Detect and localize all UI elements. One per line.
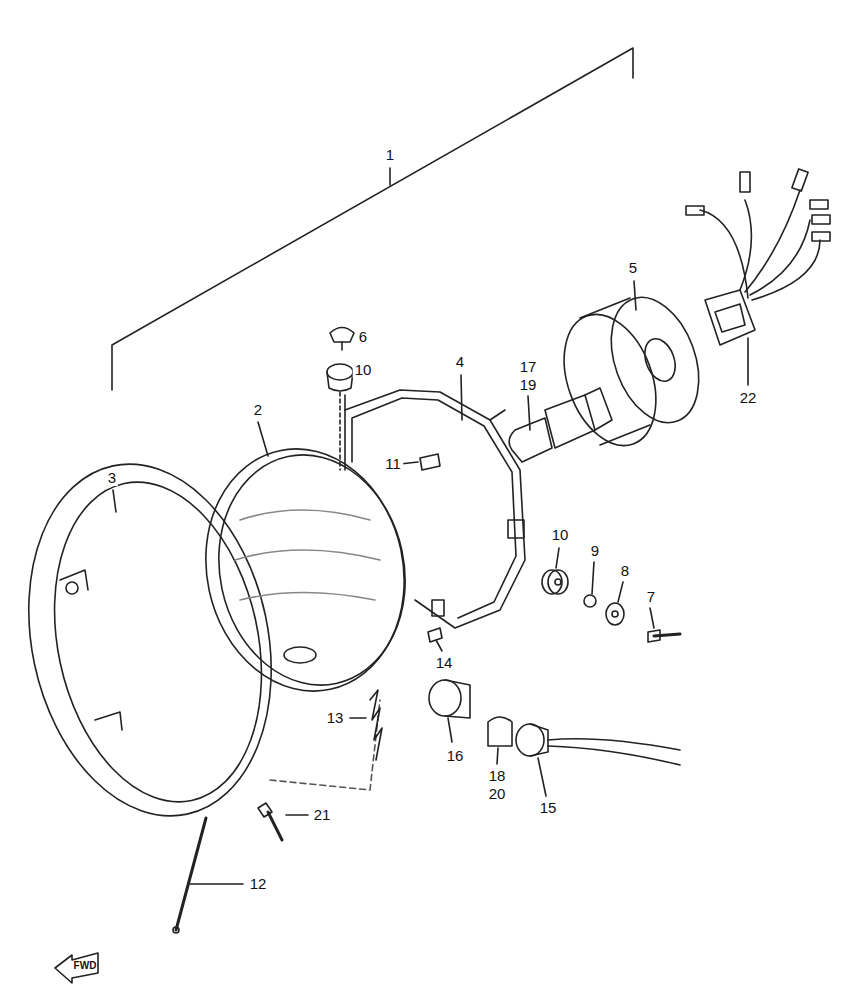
callout-number: 11 bbox=[383, 456, 403, 472]
callout-number: 15 bbox=[538, 800, 559, 816]
callout-number: 4 bbox=[454, 354, 466, 370]
callout-number: 3 bbox=[106, 470, 118, 486]
direction-label: FWD bbox=[72, 958, 99, 974]
callout-number: 12 bbox=[248, 876, 269, 892]
callout-number: 13 bbox=[325, 710, 346, 726]
callout-number: 22 bbox=[738, 390, 759, 406]
callout-number: 5 bbox=[627, 260, 639, 276]
callout-number: 20 bbox=[487, 786, 508, 802]
callout-number: 8 bbox=[619, 563, 631, 579]
callout-number: 1 bbox=[384, 147, 396, 163]
callout-number: 16 bbox=[445, 748, 466, 764]
callout-number: 10 bbox=[353, 362, 374, 378]
callout-number: 17 bbox=[518, 359, 539, 375]
callout-number: 14 bbox=[434, 655, 455, 671]
callout-number: 18 bbox=[487, 768, 508, 784]
callout-number: 7 bbox=[645, 589, 657, 605]
callout-number: 6 bbox=[357, 329, 369, 345]
callout-number: 21 bbox=[312, 807, 333, 823]
callout-number: 2 bbox=[252, 402, 264, 418]
callout-number: 19 bbox=[518, 377, 539, 393]
callout-number: 10 bbox=[550, 527, 571, 543]
callout-number: 9 bbox=[589, 543, 601, 559]
